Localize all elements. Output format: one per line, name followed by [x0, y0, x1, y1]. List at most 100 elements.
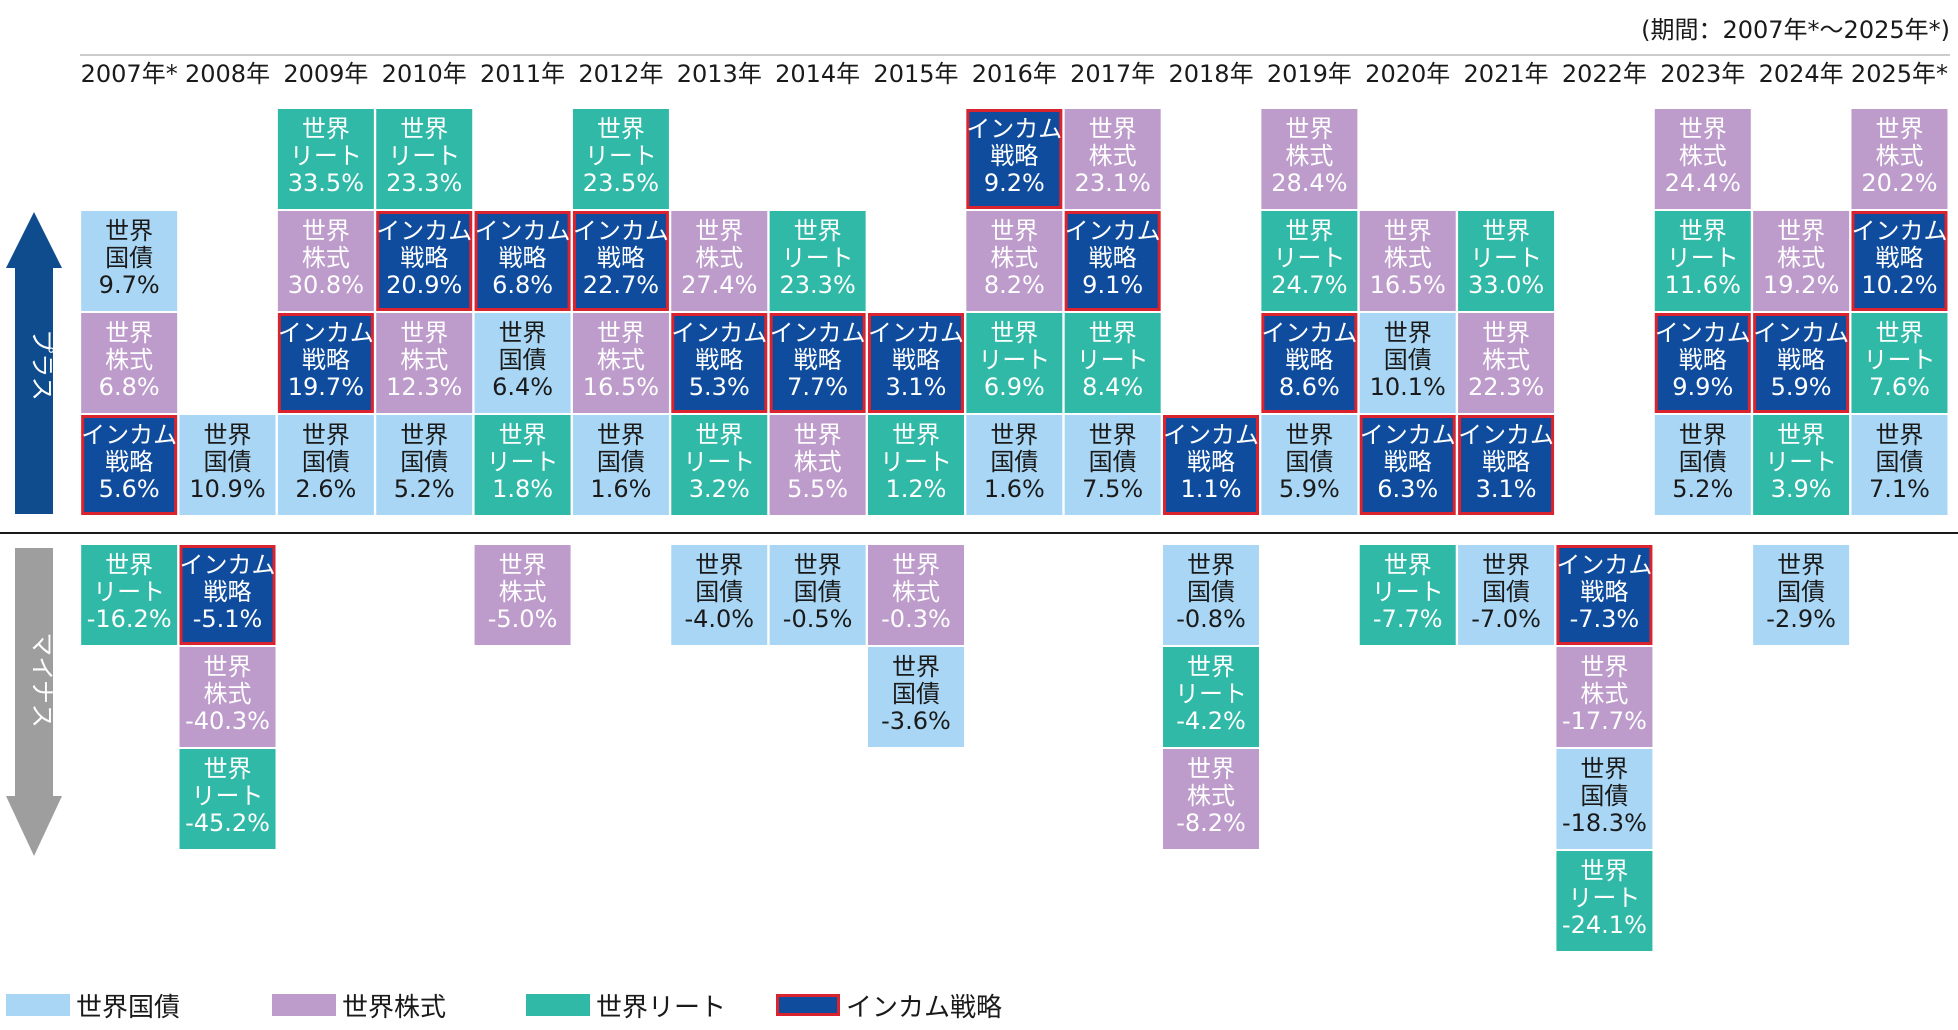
- cell-value: 23.3%: [780, 271, 856, 299]
- cell-label: 国債: [990, 448, 1038, 476]
- minus-arrow-head: [6, 796, 62, 856]
- cell-label: 世界: [1679, 217, 1727, 245]
- cell-reits: 世界リート-16.2%: [81, 545, 178, 645]
- cell-label: 戦略: [1285, 346, 1333, 374]
- cell-value: 22.3%: [1468, 373, 1544, 401]
- year-label: 2011年: [480, 60, 565, 88]
- cell-value: 8.2%: [984, 271, 1045, 299]
- cell-bg: [179, 415, 276, 515]
- cell-label: 世界: [499, 319, 547, 347]
- cell-label: 世界: [794, 421, 842, 449]
- cell-value: 6.8%: [99, 373, 160, 401]
- cell-value: -2.9%: [1766, 605, 1836, 633]
- cell-label: 戦略: [794, 346, 842, 374]
- cell-bg: [769, 313, 866, 413]
- cell-label: インカム: [966, 115, 1062, 143]
- legend-swatch-reits: [526, 994, 590, 1016]
- cell-bg: [671, 313, 768, 413]
- cell-value: -7.0%: [1471, 605, 1541, 633]
- cell-label: 世界: [1777, 217, 1825, 245]
- cell-bg: [277, 109, 374, 209]
- cell-label: 世界: [204, 421, 252, 449]
- cell-label: 国債: [105, 244, 153, 272]
- cell-value: 23.3%: [386, 169, 462, 197]
- cell-label: 戦略: [1679, 346, 1727, 374]
- cell-value: 28.4%: [1271, 169, 1347, 197]
- cell-label: リート: [1175, 680, 1247, 708]
- cell-label: 戦略: [695, 346, 743, 374]
- cell-value: 8.6%: [1279, 373, 1340, 401]
- cell-label: 世界: [499, 551, 547, 579]
- cell-value: 5.2%: [1672, 475, 1733, 503]
- cell-label: 世界: [105, 551, 153, 579]
- cell-bg: [1458, 415, 1555, 515]
- cell-label: 国債: [1875, 448, 1923, 476]
- cell-value: 8.4%: [1082, 373, 1143, 401]
- cell-value: -0.3%: [881, 605, 951, 633]
- cell-label: 戦略: [892, 346, 940, 374]
- cell-bg: [474, 415, 571, 515]
- cell-bg: [572, 415, 669, 515]
- cell-label: 世界: [1187, 755, 1235, 783]
- cell-stocks: 世界株式-8.2%: [1163, 749, 1260, 849]
- cell-stocks: 世界株式-5.0%: [474, 545, 571, 645]
- cell-value: 12.3%: [386, 373, 462, 401]
- cell-label: 世界: [597, 115, 645, 143]
- cell-value: 23.1%: [1075, 169, 1151, 197]
- cell-label: 世界: [597, 319, 645, 347]
- cell-value: -40.3%: [185, 707, 270, 735]
- cell-label: リート: [1470, 244, 1542, 272]
- cell-bonds: 世界国債-2.9%: [1753, 545, 1850, 645]
- cell-bonds: 世界国債-18.3%: [1556, 749, 1653, 849]
- cell-label: 世界: [695, 217, 743, 245]
- cell-value: 2.6%: [295, 475, 356, 503]
- cell-value: 19.2%: [1763, 271, 1839, 299]
- cell-bg: [1163, 545, 1260, 645]
- legend-label-reits: 世界リート: [596, 992, 727, 1023]
- cell-bg: [277, 211, 374, 311]
- cell-stocks: 世界株式-17.7%: [1556, 647, 1653, 747]
- cell-label: 世界: [990, 217, 1038, 245]
- cell-label: 株式: [695, 244, 743, 272]
- cell-bg: [1458, 545, 1555, 645]
- cell-label: インカム: [671, 319, 767, 347]
- cell-label: リート: [978, 346, 1050, 374]
- cell-value: 3.9%: [1771, 475, 1832, 503]
- cell-label: 国債: [1482, 578, 1530, 606]
- cell-bg: [81, 545, 178, 645]
- cell-bg: [1163, 415, 1260, 515]
- cell-label: 世界: [597, 421, 645, 449]
- cell-bg: [1359, 211, 1456, 311]
- cell-label: インカム: [81, 421, 177, 449]
- year-label: 2025年*: [1851, 60, 1948, 88]
- cell-bonds: 世界国債-7.0%: [1458, 545, 1555, 645]
- cell-value: -7.3%: [1570, 605, 1640, 633]
- cell-label: 世界: [892, 421, 940, 449]
- cell-label: インカム: [1753, 319, 1849, 347]
- cell-label: インカム: [770, 319, 866, 347]
- cell-value: -5.1%: [193, 605, 263, 633]
- cell-label: 株式: [1679, 142, 1727, 170]
- cell-bg: [1163, 647, 1260, 747]
- cell-bg: [1359, 313, 1456, 413]
- cell-value: 3.2%: [689, 475, 750, 503]
- year-label: 2021年: [1464, 60, 1549, 88]
- cell-label: 株式: [597, 346, 645, 374]
- cell-label: リート: [1372, 578, 1444, 606]
- cell-bg: [1261, 313, 1358, 413]
